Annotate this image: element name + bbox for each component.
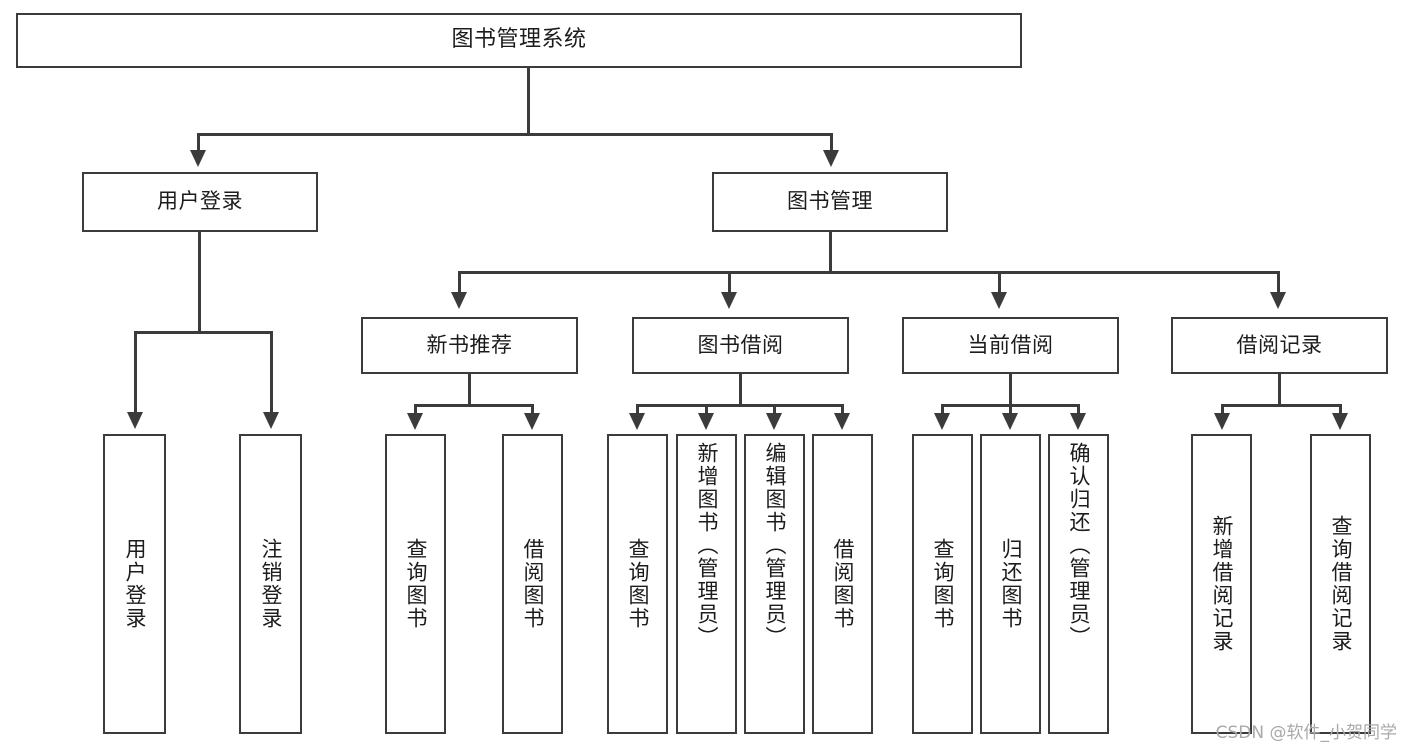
connector-new-book-stem: [468, 374, 471, 406]
arrow-bb-query: [629, 413, 645, 430]
node-label: 图书管理系统: [451, 27, 587, 53]
node-label: 新增图书（管理员）: [694, 442, 719, 649]
arrow-user-login: [190, 150, 206, 167]
arrow-br-add: [1214, 413, 1230, 430]
leaf-bb-edit-book[interactable]: 编辑图书（管理员）: [744, 434, 805, 734]
arrow-leaf-logout: [263, 412, 279, 429]
leaf-br-add-record[interactable]: 新增借阅记录: [1191, 434, 1252, 734]
connector-book-manage-stem: [829, 232, 832, 274]
arrow-bb-edit: [766, 413, 782, 430]
node-label: 查询图书: [403, 538, 428, 630]
leaf-user-login[interactable]: 用户登录: [103, 434, 166, 734]
node-label: 借阅图书: [830, 538, 855, 630]
node-label: 查询图书: [930, 538, 955, 630]
node-label: 新书推荐: [426, 332, 513, 357]
arrow-br-query: [1332, 413, 1348, 430]
arrow-cb-confirm: [1070, 413, 1086, 430]
node-label: 编辑图书（管理员）: [762, 442, 787, 649]
connector-user-login-bus: [134, 331, 273, 334]
arrow-book-manage: [823, 150, 839, 167]
connector-root-stem: [527, 68, 530, 135]
leaf-bb-borrow-book[interactable]: 借阅图书: [812, 434, 873, 734]
connector-drop-bb-add: [705, 404, 708, 416]
node-label: 查询借阅记录: [1328, 515, 1353, 653]
connector-drop-leaf-user-login: [134, 331, 137, 415]
leaf-nb-query-book[interactable]: 查询图书: [385, 434, 446, 734]
node-label: 借阅图书: [520, 538, 545, 630]
connector-drop-book-borrow: [728, 271, 731, 295]
connector-borrow-record-bus: [1221, 404, 1342, 407]
leaf-bb-query-book[interactable]: 查询图书: [607, 434, 668, 734]
arrow-bb-add: [698, 413, 714, 430]
node-book-management[interactable]: 图书管理: [712, 172, 948, 232]
connector-book-borrow-stem: [739, 374, 742, 406]
connector-drop-borrow-record: [1277, 271, 1280, 295]
connector-drop-nb-borrow: [531, 404, 534, 416]
node-label: 图书管理: [787, 189, 873, 214]
leaf-logout[interactable]: 注销登录: [239, 434, 302, 734]
connector-drop-bb-query: [636, 404, 639, 416]
connector-drop-br-add: [1221, 404, 1224, 416]
node-new-book-recommend[interactable]: 新书推荐: [361, 317, 578, 374]
leaf-nb-borrow-book[interactable]: 借阅图书: [502, 434, 563, 734]
arrow-book-borrow: [721, 292, 737, 309]
arrow-cb-return: [1002, 413, 1018, 430]
connector-drop-new-book: [458, 271, 461, 295]
node-root-system[interactable]: 图书管理系统: [16, 13, 1022, 68]
node-label: 用户登录: [157, 189, 243, 214]
watermark-text: CSDN @软件_小贺同学: [1215, 723, 1397, 743]
leaf-bb-add-book[interactable]: 新增图书（管理员）: [676, 434, 737, 734]
connector-borrow-record-stem: [1278, 374, 1281, 406]
connector-drop-cb-return: [1009, 404, 1012, 416]
arrow-borrow-record: [1270, 292, 1286, 309]
leaf-cb-confirm-return[interactable]: 确认归还（管理员）: [1048, 434, 1109, 734]
node-label: 确认归还（管理员）: [1066, 442, 1091, 649]
connector-drop-book-manage: [830, 133, 833, 153]
node-book-borrow[interactable]: 图书借阅: [632, 317, 849, 374]
connector-drop-cb-confirm: [1077, 404, 1080, 416]
connector-current-borrow-stem: [1009, 374, 1012, 406]
leaf-cb-query-book[interactable]: 查询图书: [912, 434, 973, 734]
connector-drop-cb-query: [941, 404, 944, 416]
connector-drop-user-login: [197, 133, 200, 153]
arrow-cb-query: [934, 413, 950, 430]
connector-root-bus: [197, 133, 833, 136]
node-label: 借阅记录: [1236, 332, 1323, 357]
node-label: 图书借阅: [697, 332, 784, 357]
arrow-new-book: [451, 292, 467, 309]
node-label: 注销登录: [258, 538, 283, 630]
node-user-login[interactable]: 用户登录: [82, 172, 318, 232]
node-label: 用户登录: [122, 538, 147, 630]
connector-drop-nb-query: [414, 404, 417, 416]
connector-drop-bb-borrow: [841, 404, 844, 416]
node-label: 归还图书: [998, 538, 1023, 630]
connector-drop-leaf-logout: [270, 331, 273, 415]
arrow-current-borrow: [991, 292, 1007, 309]
connector-new-book-bus: [414, 404, 534, 407]
connector-drop-br-query: [1339, 404, 1342, 416]
node-label: 查询图书: [625, 538, 650, 630]
connector-level3-bus: [458, 271, 1280, 274]
node-label: 新增借阅记录: [1209, 515, 1234, 653]
arrow-nb-borrow: [524, 413, 540, 430]
connector-book-borrow-bus: [636, 404, 844, 407]
arrow-nb-query: [407, 413, 423, 430]
leaf-cb-return-book[interactable]: 归还图书: [980, 434, 1041, 734]
node-current-borrow[interactable]: 当前借阅: [902, 317, 1119, 374]
leaf-br-query-record[interactable]: 查询借阅记录: [1310, 434, 1371, 734]
connector-user-login-stem: [198, 232, 201, 333]
arrow-bb-borrow: [834, 413, 850, 430]
connector-drop-bb-edit: [773, 404, 776, 416]
arrow-leaf-user-login: [127, 412, 143, 429]
connector-drop-current-borrow: [998, 271, 1001, 295]
node-borrow-record[interactable]: 借阅记录: [1171, 317, 1388, 374]
node-label: 当前借阅: [967, 332, 1054, 357]
